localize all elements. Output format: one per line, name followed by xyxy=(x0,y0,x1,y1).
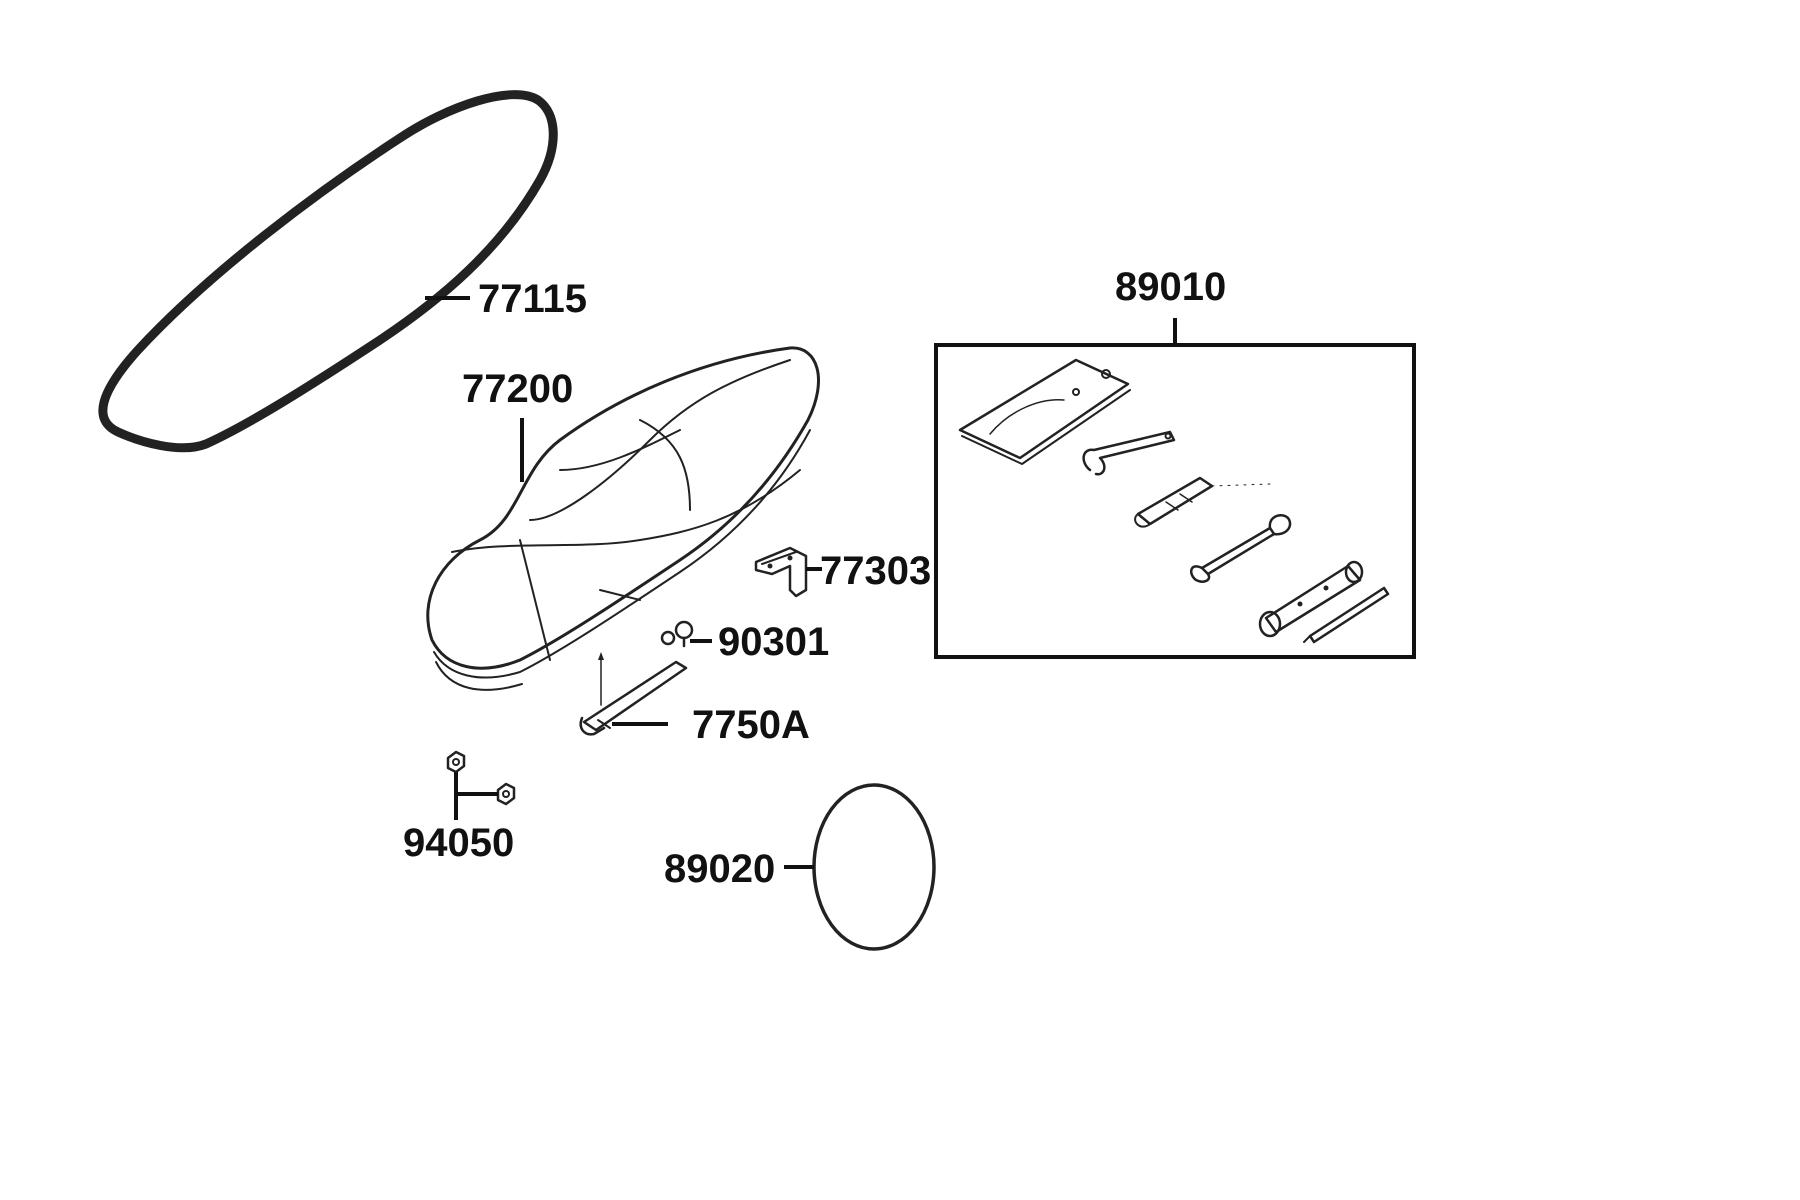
tool-pouch-icon xyxy=(958,358,1131,465)
seat-gasket-icon xyxy=(98,90,558,453)
tommy-bar-icon xyxy=(1303,586,1390,644)
seat-hinge-bracket-icon xyxy=(754,546,808,598)
callout-89020: 89020 xyxy=(664,847,775,891)
seat-icon xyxy=(426,346,820,691)
callout-7750A: 7750A xyxy=(692,703,810,747)
tube-wrench-icon xyxy=(1258,560,1364,638)
screwdriver-icon xyxy=(1134,476,1271,528)
hook-spanner-icon xyxy=(1082,430,1176,476)
callout-89010: 89010 xyxy=(1115,265,1226,309)
tool-kit-icon xyxy=(934,343,1416,659)
callout-77200: 77200 xyxy=(462,367,573,411)
seat-stay-icon xyxy=(579,652,688,736)
callout-90301: 90301 xyxy=(718,620,829,664)
o-ring-icon xyxy=(812,783,936,951)
callout-77303: 77303 xyxy=(820,549,931,593)
tool-kit-frame xyxy=(934,343,1416,659)
callout-94050: 94050 xyxy=(403,821,514,865)
callout-77115: 77115 xyxy=(478,277,587,321)
nut-icon xyxy=(446,750,516,806)
leader-94050 xyxy=(454,772,498,820)
bolt-icon xyxy=(660,620,694,648)
wrench-icon xyxy=(1189,514,1292,583)
